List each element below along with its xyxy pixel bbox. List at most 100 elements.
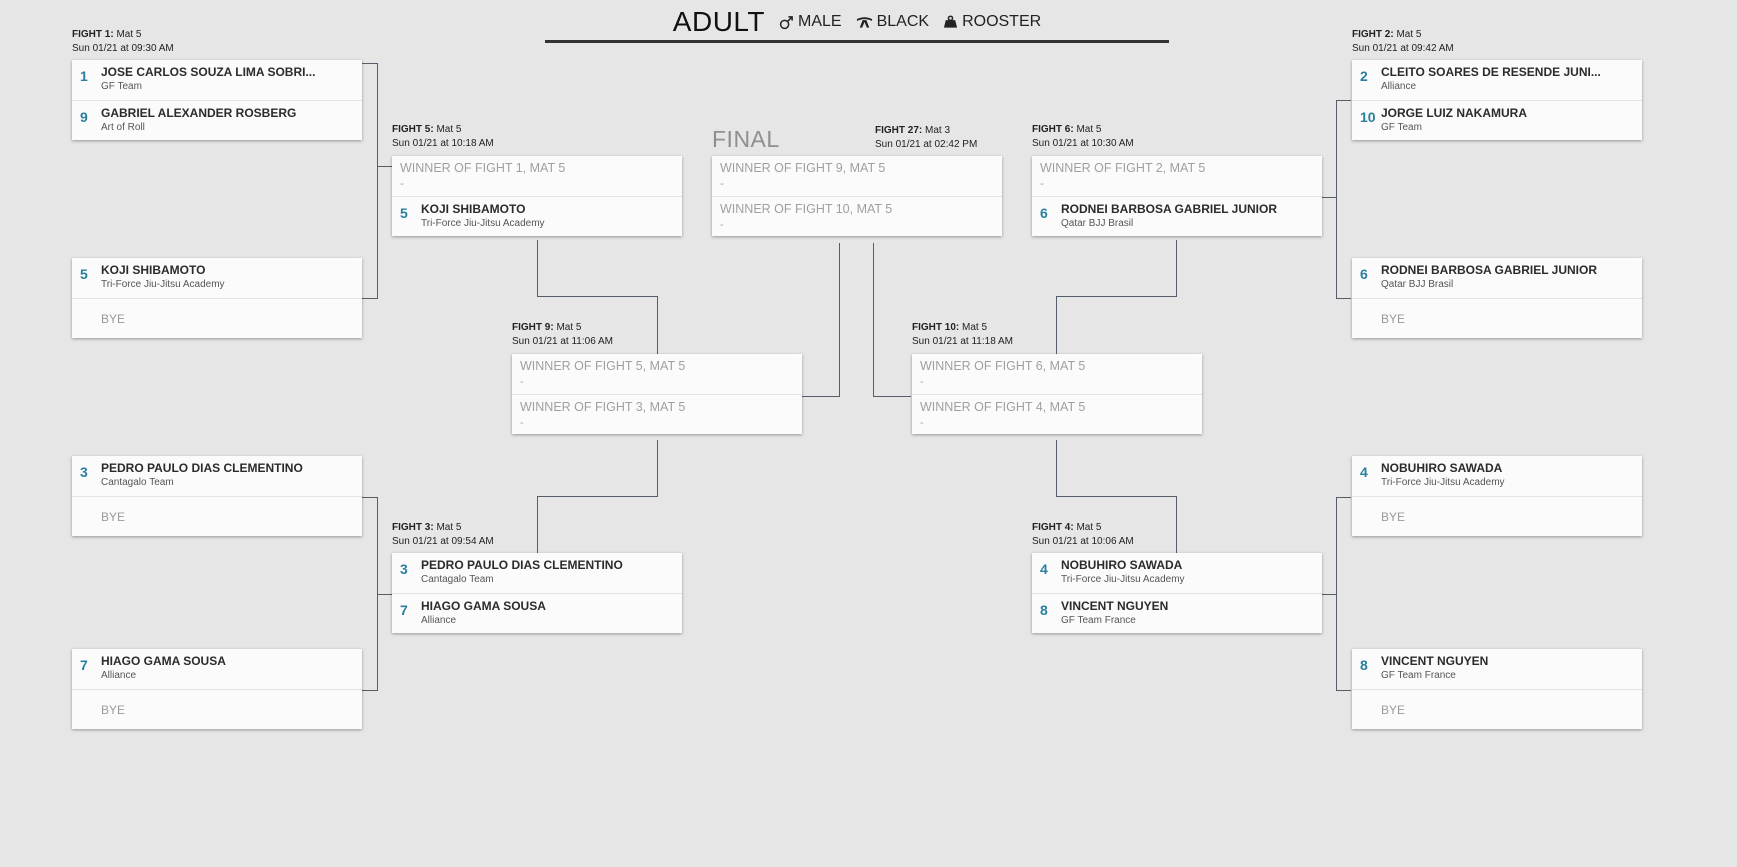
bye-card-seed-5[interactable]: 5 KOJI SHIBAMOTO Tri-Force Jiu-Jitsu Aca…	[72, 258, 362, 338]
competitor-name: JORGE LUIZ NAKAMURA	[1381, 106, 1527, 120]
fight-5-label: FIGHT 5: Mat 5 Sun 01/21 at 10:18 AM	[392, 123, 494, 151]
seed-number: 6	[1040, 205, 1048, 221]
bracket-connector	[1056, 496, 1177, 497]
bracket-connector	[873, 396, 911, 397]
competitor-name: RODNEI BARBOSA GABRIEL JUNIOR	[1061, 202, 1278, 216]
fight-mat: Mat 5	[436, 522, 462, 533]
competitor-slot[interactable]: 10 JORGE LUIZ NAKAMURA GF Team	[1352, 100, 1642, 140]
competitor-slot[interactable]: 1 JOSE CARLOS SOUZA LIMA SOBRI... GF Tea…	[72, 60, 362, 100]
bye-label: BYE	[101, 703, 126, 717]
competitor-slot[interactable]: 5 KOJI SHIBAMOTO Tri-Force Jiu-Jitsu Aca…	[72, 258, 362, 298]
competitor-slot[interactable]: 3 PEDRO PAULO DIAS CLEMENTINO Cantagalo …	[392, 553, 682, 593]
bye-slot: BYE	[72, 689, 362, 729]
winner-dash: -	[920, 376, 924, 388]
winner-slot[interactable]: WINNER OF FIGHT 4, MAT 5 -	[912, 394, 1202, 434]
winner-slot[interactable]: WINNER OF FIGHT 9, MAT 5 -	[712, 156, 1002, 196]
final-card[interactable]: WINNER OF FIGHT 9, MAT 5 - WINNER OF FIG…	[712, 156, 1002, 236]
fight-4-card[interactable]: 4 NOBUHIRO SAWADA Tri-Force Jiu-Jitsu Ac…	[1032, 553, 1322, 633]
fight-2-card[interactable]: 2 CLEITO SOARES DE RESENDE JUNI... Allia…	[1352, 60, 1642, 140]
bracket-connector	[657, 440, 658, 497]
fight-time: Sun 01/21 at 09:54 AM	[392, 536, 494, 547]
bye-label: BYE	[1381, 703, 1406, 717]
weight-icon	[944, 15, 958, 28]
bye-card-seed-3[interactable]: 3 PEDRO PAULO DIAS CLEMENTINO Cantagalo …	[72, 456, 362, 536]
winner-slot[interactable]: WINNER OF FIGHT 3, MAT 5 -	[512, 394, 802, 434]
bracket-connector	[1322, 594, 1337, 595]
winner-dash: -	[1040, 178, 1044, 190]
fight-5-card[interactable]: WINNER OF FIGHT 1, MAT 5 - 5 KOJI SHIBAM…	[392, 156, 682, 236]
bracket-connector	[1056, 440, 1057, 497]
bracket-connector	[1176, 240, 1177, 297]
winner-slot[interactable]: WINNER OF FIGHT 2, MAT 5 -	[1032, 156, 1322, 196]
fight-number: FIGHT 2:	[1352, 29, 1394, 40]
bracket-connector	[362, 298, 377, 299]
bye-card-seed-6[interactable]: 6 RODNEI BARBOSA GABRIEL JUNIOR Qatar BJ…	[1352, 258, 1642, 338]
competitor-name: NOBUHIRO SAWADA	[1381, 461, 1503, 475]
bye-slot: BYE	[72, 496, 362, 536]
competitor-slot[interactable]: 5 KOJI SHIBAMOTO Tri-Force Jiu-Jitsu Aca…	[392, 196, 682, 236]
winner-slot[interactable]: WINNER OF FIGHT 6, MAT 5 -	[912, 354, 1202, 394]
bracket-connector	[1056, 296, 1057, 354]
bracket-connector	[362, 63, 377, 64]
competitor-name: GABRIEL ALEXANDER ROSBERG	[101, 106, 297, 120]
fight-time: Sun 01/21 at 09:30 AM	[72, 43, 174, 54]
belt-filter: BLACK	[856, 13, 929, 31]
bye-slot: BYE	[72, 298, 362, 338]
seed-number: 4	[1040, 561, 1048, 577]
bye-card-seed-4[interactable]: 4 NOBUHIRO SAWADA Tri-Force Jiu-Jitsu Ac…	[1352, 456, 1642, 536]
fight-mat: Mat 3	[925, 125, 951, 136]
seed-number: 5	[80, 266, 88, 282]
fight-time: Sun 01/21 at 09:42 AM	[1352, 43, 1454, 54]
fight-6-card[interactable]: WINNER OF FIGHT 2, MAT 5 - 6 RODNEI BARB…	[1032, 156, 1322, 236]
competitor-name: VINCENT NGUYEN	[1061, 599, 1169, 613]
competitor-team: Cantagalo Team	[101, 477, 174, 488]
male-icon	[779, 15, 793, 29]
winner-placeholder: WINNER OF FIGHT 1, MAT 5	[400, 161, 566, 175]
competitor-slot[interactable]: 3 PEDRO PAULO DIAS CLEMENTINO Cantagalo …	[72, 456, 362, 496]
fight-10-label: FIGHT 10: Mat 5 Sun 01/21 at 11:18 AM	[912, 321, 1013, 349]
winner-slot[interactable]: WINNER OF FIGHT 10, MAT 5 -	[712, 196, 1002, 236]
competitor-slot[interactable]: 4 NOBUHIRO SAWADA Tri-Force Jiu-Jitsu Ac…	[1352, 456, 1642, 496]
bye-card-seed-7[interactable]: 7 HIAGO GAMA SOUSA Alliance BYE	[72, 649, 362, 729]
belt-icon	[856, 17, 872, 28]
bracket-connector	[377, 63, 378, 299]
winner-slot[interactable]: WINNER OF FIGHT 5, MAT 5 -	[512, 354, 802, 394]
winner-slot[interactable]: WINNER OF FIGHT 1, MAT 5 -	[392, 156, 682, 196]
competitor-slot[interactable]: 7 HIAGO GAMA SOUSA Alliance	[392, 593, 682, 633]
winner-placeholder: WINNER OF FIGHT 9, MAT 5	[720, 161, 886, 175]
fight-1-card[interactable]: 1 JOSE CARLOS SOUZA LIMA SOBRI... GF Tea…	[72, 60, 362, 140]
competitor-slot[interactable]: 6 RODNEI BARBOSA GABRIEL JUNIOR Qatar BJ…	[1352, 258, 1642, 298]
bracket-connector	[873, 243, 874, 397]
competitor-team: Tri-Force Jiu-Jitsu Academy	[101, 279, 225, 290]
competitor-team: Alliance	[101, 670, 137, 681]
seed-number: 2	[1360, 68, 1368, 84]
bracket-header: ADULT MALE BLACK ROOSTER	[545, 4, 1169, 43]
seed-number: 7	[80, 657, 88, 673]
fight-mat: Mat 5	[1076, 522, 1102, 533]
fight-2-label: FIGHT 2: Mat 5 Sun 01/21 at 09:42 AM	[1352, 28, 1454, 56]
bye-slot: BYE	[1352, 298, 1642, 338]
competitor-team: Tri-Force Jiu-Jitsu Academy	[1061, 574, 1185, 585]
competitor-slot[interactable]: 6 RODNEI BARBOSA GABRIEL JUNIOR Qatar BJ…	[1032, 196, 1322, 236]
seed-number: 1	[80, 68, 88, 84]
weight-filter: ROOSTER	[943, 13, 1041, 31]
competitor-slot[interactable]: 4 NOBUHIRO SAWADA Tri-Force Jiu-Jitsu Ac…	[1032, 553, 1322, 593]
competitor-slot[interactable]: 8 VINCENT NGUYEN GF Team France	[1352, 649, 1642, 689]
competitor-slot[interactable]: 7 HIAGO GAMA SOUSA Alliance	[72, 649, 362, 689]
bye-card-seed-8[interactable]: 8 VINCENT NGUYEN GF Team France BYE	[1352, 649, 1642, 729]
fight-9-card[interactable]: WINNER OF FIGHT 5, MAT 5 - WINNER OF FIG…	[512, 354, 802, 434]
competitor-slot[interactable]: 2 CLEITO SOARES DE RESENDE JUNI... Allia…	[1352, 60, 1642, 100]
final-title: FINAL	[712, 126, 780, 152]
fight-3-card[interactable]: 3 PEDRO PAULO DIAS CLEMENTINO Cantagalo …	[392, 553, 682, 633]
competitor-slot[interactable]: 8 VINCENT NGUYEN GF Team France	[1032, 593, 1322, 633]
competitor-team: Cantagalo Team	[421, 574, 494, 585]
fight-10-card[interactable]: WINNER OF FIGHT 6, MAT 5 - WINNER OF FIG…	[912, 354, 1202, 434]
bracket-connector	[839, 243, 840, 397]
competitor-slot[interactable]: 9 GABRIEL ALEXANDER ROSBERG Art of Roll	[72, 100, 362, 140]
competitor-name: KOJI SHIBAMOTO	[421, 202, 526, 216]
bracket-connector	[537, 496, 538, 553]
bracket-connector	[1336, 690, 1351, 691]
bracket-connector	[377, 594, 392, 595]
fight-number: FIGHT 5:	[392, 124, 434, 135]
competitor-team: Art of Roll	[101, 122, 145, 133]
